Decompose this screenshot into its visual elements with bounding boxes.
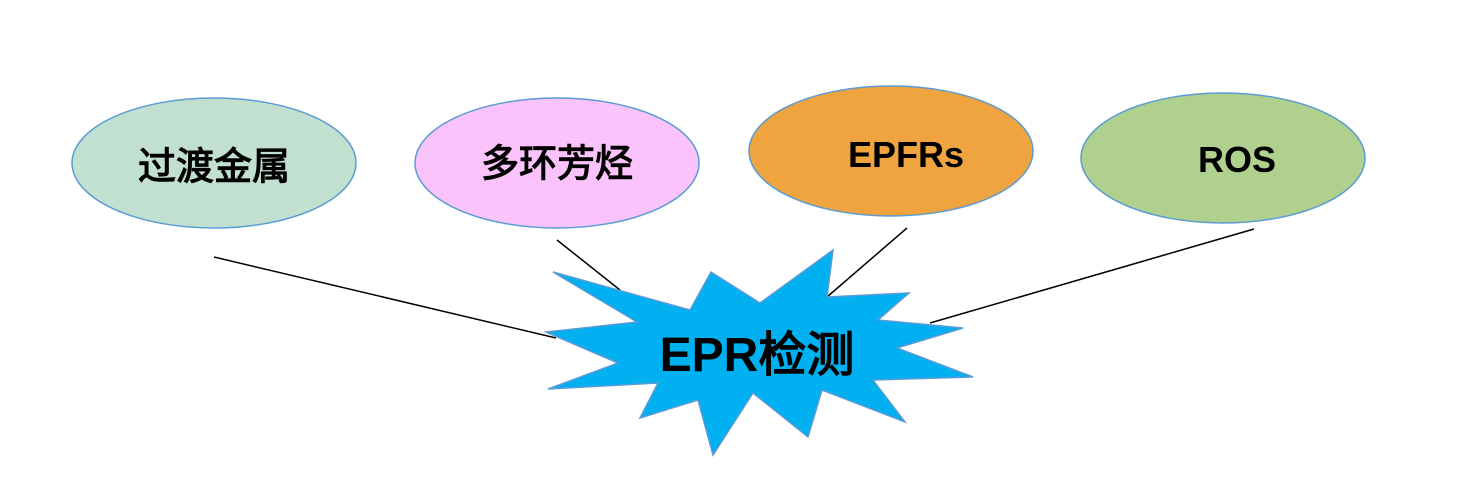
node-label: EPFRs xyxy=(847,134,965,175)
node-label: ROS xyxy=(1197,139,1277,180)
node-pah xyxy=(414,97,700,229)
node-label: 过渡金属 xyxy=(137,146,291,189)
connector-3 xyxy=(826,227,908,298)
center-label: EPR检测 xyxy=(659,329,855,382)
node-epfrs xyxy=(748,85,1034,217)
connector-4 xyxy=(929,228,1255,324)
node-ros xyxy=(1080,92,1366,224)
node-label: 多环芳烃 xyxy=(480,143,634,186)
center-starburst xyxy=(543,248,974,457)
node-transition-metals xyxy=(71,97,357,229)
connector-2 xyxy=(556,239,621,291)
connector-1 xyxy=(213,256,557,339)
